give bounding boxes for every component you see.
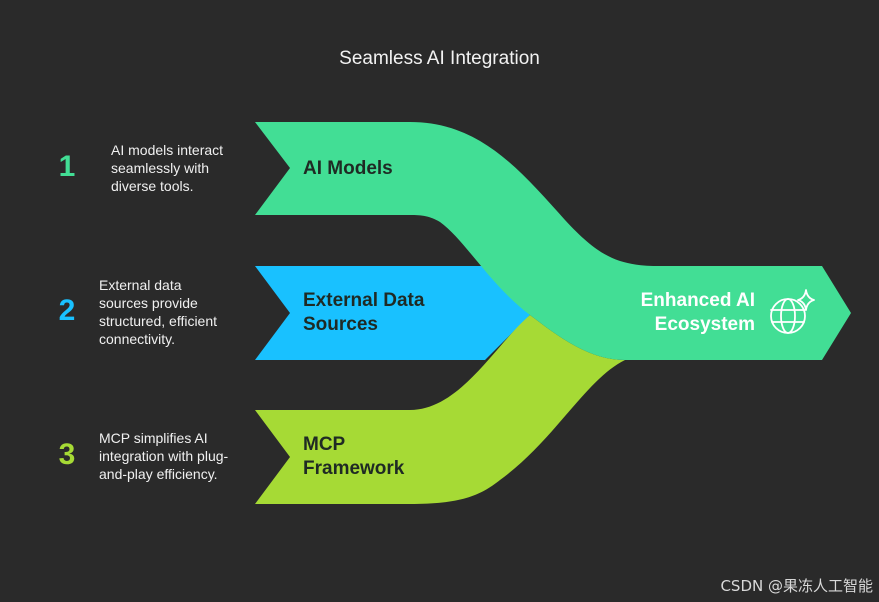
step-1-number: 1 [58, 150, 76, 183]
band-label-ai-models: AI Models [303, 158, 393, 179]
band-label-mcp-framework: MCP Framework [303, 434, 405, 479]
globe-sparkle-icon [770, 289, 815, 334]
band-mcp-framework [255, 315, 625, 504]
step-2-description: External data sources provide structured… [99, 277, 218, 347]
diagram-title: Seamless AI Integration [339, 48, 540, 69]
band-label-external-data-sources: External Data Sources [303, 290, 425, 335]
band-external-data-sources [255, 266, 530, 360]
step-3-number: 3 [58, 438, 76, 471]
watermark: CSDN @果冻人工智能 [720, 577, 873, 595]
step-3-description: MCP simplifies AI integration with plug-… [99, 430, 229, 482]
step-2-number: 2 [58, 294, 76, 327]
band-ai-models-to-ecosystem [255, 122, 851, 360]
step-1-description: AI models interact seamlessly with diver… [111, 142, 224, 194]
ecosystem-label: Enhanced AI Ecosystem [640, 290, 755, 335]
